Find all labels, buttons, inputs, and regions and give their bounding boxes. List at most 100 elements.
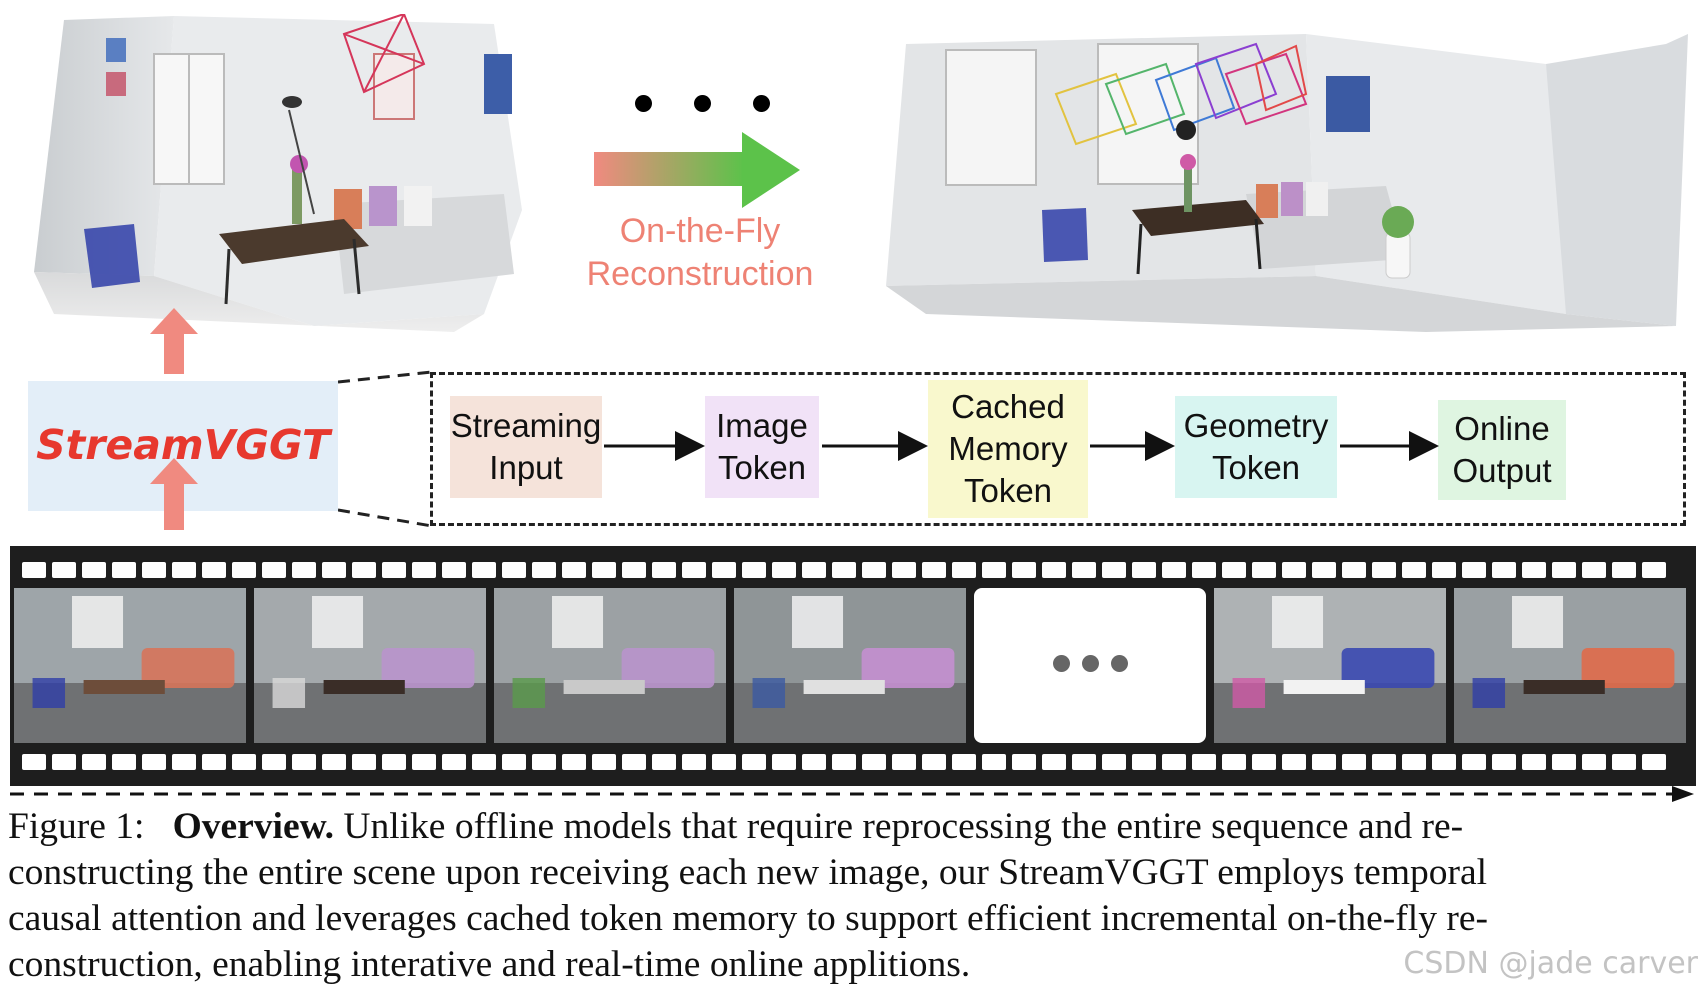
film-sprocket-hole — [742, 754, 766, 770]
film-sprocket-hole — [862, 754, 886, 770]
film-sprocket-hole — [772, 754, 796, 770]
step-label: Memory — [948, 430, 1068, 467]
film-sprocket-hole — [832, 754, 856, 770]
film-sprocket-hole — [82, 754, 106, 770]
figure-caption: Figure 1: Overview. Unlike offline model… — [8, 804, 1696, 988]
film-sprocket-hole — [1192, 562, 1216, 578]
film-sprocket-hole — [1432, 562, 1456, 578]
step-label: Online — [1454, 410, 1550, 447]
film-sprocket-hole — [832, 562, 856, 578]
film-sprocket-hole — [1402, 754, 1426, 770]
film-frame-image — [254, 588, 486, 743]
pipeline-step-streaming-input: Streaming Input — [450, 396, 602, 498]
film-sprocket-hole — [472, 754, 496, 770]
pipeline-step-online-output: Online Output — [1438, 400, 1566, 500]
film-sprocket-hole — [1282, 562, 1306, 578]
film-sprocket-hole — [232, 562, 256, 578]
film-sprocket-hole — [1162, 754, 1186, 770]
film-sprocket-hole — [682, 562, 706, 578]
film-sprocket-hole — [1102, 754, 1126, 770]
film-sprocket-hole — [22, 754, 46, 770]
film-sprocket-hole — [982, 754, 1006, 770]
film-sprocket-hole — [442, 754, 466, 770]
film-sprocket-hole — [982, 562, 1006, 578]
on-the-fly-label: On-the-Fly Reconstruction — [560, 210, 840, 296]
film-sprocket-hole — [292, 754, 316, 770]
on-the-fly-label-line1: On-the-Fly — [619, 212, 781, 250]
zoom-connector — [338, 370, 433, 528]
film-sprocket-hole — [1252, 562, 1276, 578]
film-sprocket-hole — [1042, 754, 1066, 770]
film-sprocket-hole — [892, 562, 916, 578]
step-label: Output — [1452, 452, 1552, 489]
film-sprocket-hole — [922, 754, 946, 770]
film-sprocket-hole — [652, 562, 676, 578]
film-sprocket-hole — [82, 562, 106, 578]
film-sprocket-hole — [802, 562, 826, 578]
film-sprocket-hole — [802, 754, 826, 770]
film-sprocket-hole — [952, 754, 976, 770]
film-sprocket-hole — [1402, 562, 1426, 578]
film-sprocket-hole — [592, 562, 616, 578]
film-sprocket-hole — [922, 562, 946, 578]
film-sprocket-hole — [1132, 754, 1156, 770]
film-sprocket-hole — [1372, 754, 1396, 770]
film-frame-image — [734, 588, 966, 743]
film-sprocket-hole — [172, 562, 196, 578]
film-sprocket-hole — [1522, 562, 1546, 578]
film-frame-image — [494, 588, 726, 743]
film-frame-image — [1214, 588, 1446, 743]
film-sprocket-hole — [322, 754, 346, 770]
film-frame-image — [14, 588, 246, 743]
film-frame-placeholder — [974, 588, 1206, 743]
caption-title: Overview. — [172, 806, 334, 847]
pipeline-step-cached-memory-token: Cached Memory Token — [928, 380, 1088, 518]
film-sprocket-hole — [1072, 562, 1096, 578]
film-sprocket-hole — [1582, 754, 1606, 770]
film-sprocket-hole — [382, 754, 406, 770]
film-sprocket-hole — [1462, 754, 1486, 770]
film-sprocket-hole — [1192, 754, 1216, 770]
step-label: Image — [716, 407, 808, 444]
film-sprocket-hole — [592, 754, 616, 770]
pipeline-step-geometry-token: Geometry Token — [1175, 396, 1337, 498]
watermark: CSDN @jade carver — [1403, 946, 1698, 981]
film-sprocket-hole — [502, 754, 526, 770]
film-sprocket-hole — [1162, 562, 1186, 578]
film-sprocket-hole — [622, 562, 646, 578]
film-sprocket-hole — [142, 754, 166, 770]
ellipsis-dots — [614, 95, 791, 117]
film-sprocket-hole — [1612, 562, 1636, 578]
pipeline-panel — [430, 372, 1686, 526]
film-sprocket-hole — [502, 562, 526, 578]
film-sprocket-hole — [682, 754, 706, 770]
film-sprocket-hole — [1342, 562, 1366, 578]
film-sprocket-hole — [172, 754, 196, 770]
film-sprocket-hole — [1612, 754, 1636, 770]
film-sprocket-hole — [142, 562, 166, 578]
film-sprocket-hole — [232, 754, 256, 770]
film-sprocket-hole — [1102, 562, 1126, 578]
film-sprocket-hole — [352, 562, 376, 578]
film-sprocket-hole — [112, 754, 136, 770]
step-label: Input — [489, 449, 563, 486]
time-arrow — [10, 786, 1694, 802]
on-the-fly-arrow — [594, 132, 800, 208]
film-sprocket-hole — [1642, 754, 1666, 770]
film-sprocket-hole — [382, 562, 406, 578]
video-filmstrip — [10, 546, 1696, 786]
film-sprocket-hole — [532, 754, 556, 770]
caption-line-3: causal attention and leverages cached to… — [8, 898, 1488, 939]
film-frame-image — [1454, 588, 1686, 743]
film-sprocket-hole — [532, 562, 556, 578]
film-sprocket-hole — [892, 754, 916, 770]
film-sprocket-hole — [1312, 754, 1336, 770]
film-sprocket-hole — [1252, 754, 1276, 770]
film-sprocket-hole — [1012, 754, 1036, 770]
pipeline-arrows — [604, 431, 1439, 461]
step-label: Token — [1211, 449, 1301, 486]
film-sprocket-hole — [22, 562, 46, 578]
caption-figure-label: Figure 1: — [8, 806, 145, 847]
film-sprocket-hole — [52, 562, 76, 578]
film-sprocket-hole — [772, 562, 796, 578]
